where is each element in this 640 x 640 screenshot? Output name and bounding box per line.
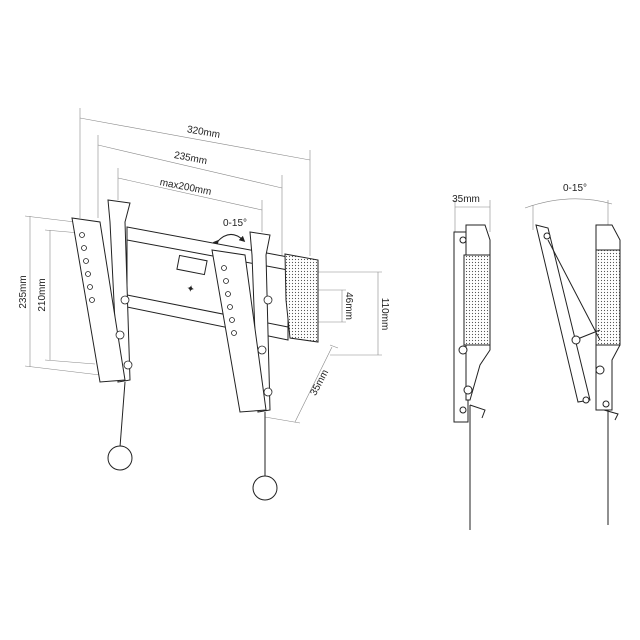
label-235mm-width: 235mm — [173, 150, 208, 167]
wall-spacer-block — [284, 253, 319, 343]
right-bracket-arm — [211, 231, 278, 501]
label-35mm-depth: 35mm — [308, 368, 331, 398]
label-110mm: 110mm — [379, 298, 390, 331]
tilt-indicator: 0-15° — [212, 218, 247, 247]
left-release-pull-tab — [107, 445, 133, 471]
dimension-110mm: 110mm — [315, 271, 390, 356]
label-46mm: 46mm — [343, 292, 354, 320]
label-tilt-front: 0-15° — [223, 218, 247, 229]
label-35mm-profile: 35mm — [452, 194, 480, 205]
dimension-235mm-height: 235mm — [18, 215, 101, 376]
right-release-pull-tab — [252, 475, 278, 501]
dimension-35mm-depth: 35mm — [264, 344, 339, 424]
label-210mm: 210mm — [37, 278, 48, 311]
label-tilt-side: 0-15° — [563, 183, 587, 194]
dimension-46mm: 46mm — [315, 289, 354, 323]
tilt-arrow-icon — [212, 234, 246, 247]
label-max200mm: max200mm — [159, 177, 212, 198]
svg-text:✦: ✦ — [185, 283, 195, 295]
side-view-profile: 35mm — [452, 194, 491, 530]
side-view-tilted: 0-15° — [524, 183, 621, 525]
label-235mm-height: 235mm — [18, 275, 29, 308]
left-bracket-arm — [71, 199, 133, 471]
